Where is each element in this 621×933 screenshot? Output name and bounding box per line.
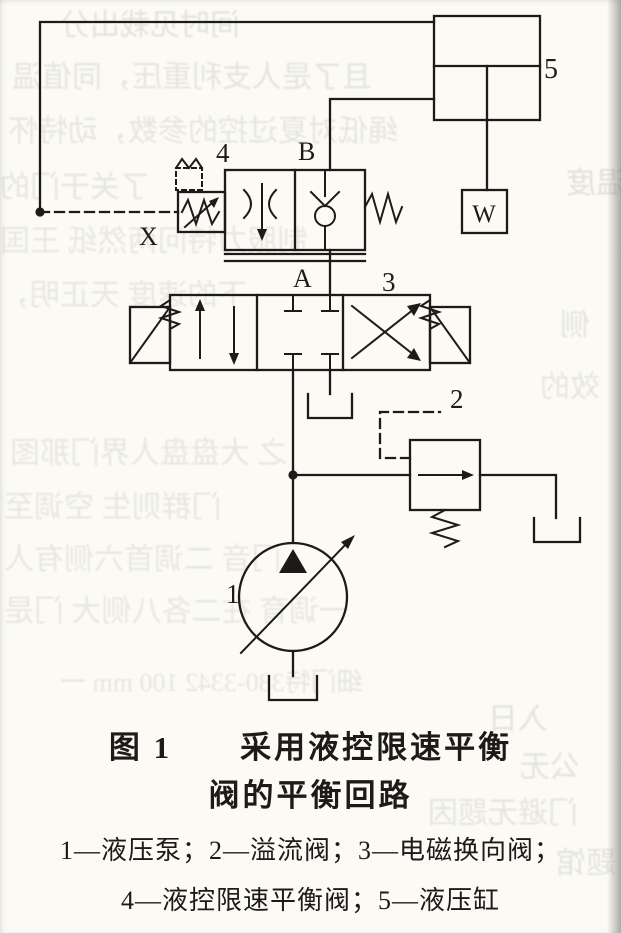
pipe-b-to-cylinder xyxy=(328,97,436,172)
cell-dividers xyxy=(255,293,345,372)
label-pump: 1 xyxy=(226,579,240,609)
pilot-actuator-box xyxy=(176,190,227,234)
solenoid-left-icon xyxy=(128,305,172,365)
closed-ports-bottom xyxy=(284,353,339,371)
figure-legend-line1: 1—液压泵；2—溢流阀；3—电磁换向阀； xyxy=(59,836,561,865)
pilot-spring-icon xyxy=(180,196,221,228)
throttle-arc-left xyxy=(242,188,252,220)
check-ball xyxy=(314,205,336,227)
figure-title-line2: 阀的平衡回路 xyxy=(208,778,413,813)
label-balance-valve: 4 xyxy=(216,138,230,168)
pilot-arrow-line xyxy=(183,200,215,229)
throttle-arc-right xyxy=(268,188,278,220)
tank-symbol-relief xyxy=(532,516,582,544)
spring-icon xyxy=(363,190,404,226)
hydraulic-circuit-diagram: 5 W xyxy=(35,14,582,702)
label-port-b: B xyxy=(298,137,315,166)
relief-spring-icon xyxy=(428,508,462,549)
relief-outlet-line xyxy=(478,473,558,520)
pipe-line xyxy=(38,20,436,214)
label-pilot-port: X xyxy=(139,222,158,251)
hydraulic-cylinder: 5 xyxy=(432,14,558,192)
flow-arrow-head xyxy=(257,229,267,241)
label-port-a: A xyxy=(293,264,312,293)
solenoid-right-icon xyxy=(428,305,472,365)
arrow-down-head xyxy=(229,353,239,365)
vent-zigzag-icon xyxy=(174,157,204,170)
figure-legend-line2: 4—液控限速平衡阀；5—液压缸 xyxy=(120,886,500,915)
cross-arrow2-line xyxy=(350,304,416,357)
cross-arrow1-line xyxy=(350,307,416,360)
pilot-arrow-head xyxy=(209,197,219,208)
label-cylinder: 5 xyxy=(544,54,558,85)
label-directional-valve: 3 xyxy=(382,267,396,297)
load-weight: W xyxy=(460,188,509,235)
vent-symbol xyxy=(175,167,203,191)
relief-arrow-head xyxy=(462,470,474,480)
arrow-up-head xyxy=(195,299,205,311)
variable-arrow-head xyxy=(341,535,355,549)
label-load: W xyxy=(472,201,496,228)
tank-symbol-valve xyxy=(306,368,354,420)
pump-triangle-icon xyxy=(279,549,307,573)
check-seat xyxy=(309,190,341,208)
closed-ports-top xyxy=(284,294,339,312)
figure-title-line1: 图 1 采用液控限速平衡 xyxy=(108,730,513,765)
pilot-sense-line xyxy=(35,20,436,217)
tank-symbol-pump xyxy=(267,674,319,702)
directional-valve: 3 xyxy=(128,267,472,372)
cross-arrow1-head xyxy=(407,303,421,316)
valve-subplate-lines xyxy=(223,252,367,263)
label-relief-valve: 2 xyxy=(450,384,464,414)
balance-valve: 4 B X A xyxy=(139,137,404,293)
variable-arrow-line xyxy=(239,541,349,655)
relief-valve: 2 xyxy=(291,384,582,549)
relief-pilot-dashed-line xyxy=(378,410,442,460)
hydraulic-pump: 1 xyxy=(226,535,355,702)
weight-box xyxy=(460,188,509,235)
directional-valve-body xyxy=(168,293,432,372)
cross-arrow2-head xyxy=(407,348,421,361)
